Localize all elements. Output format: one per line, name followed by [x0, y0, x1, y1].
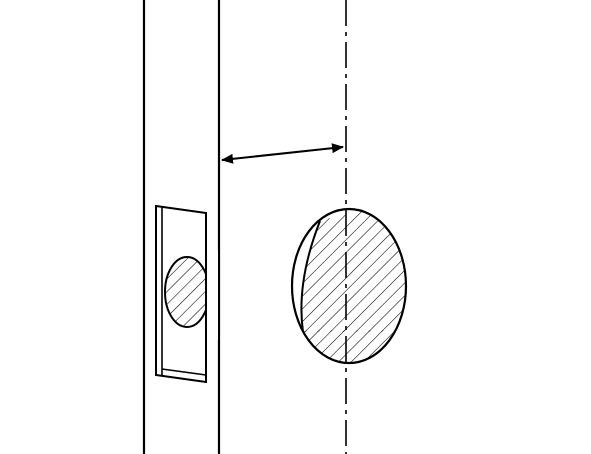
strike-plate-bottom-line	[161, 368, 207, 376]
bore-hole-outline	[290, 207, 408, 365]
bore-hole-inner-curve	[300, 220, 321, 333]
backset-dimension-arrow	[221, 143, 344, 164]
latch-bolt-hatch	[165, 257, 209, 327]
bore-hole-section	[290, 207, 408, 365]
latch-bolt-mask	[207, 250, 218, 340]
latch-bolt-section	[164, 213, 218, 382]
door-edge	[142, 0, 221, 454]
